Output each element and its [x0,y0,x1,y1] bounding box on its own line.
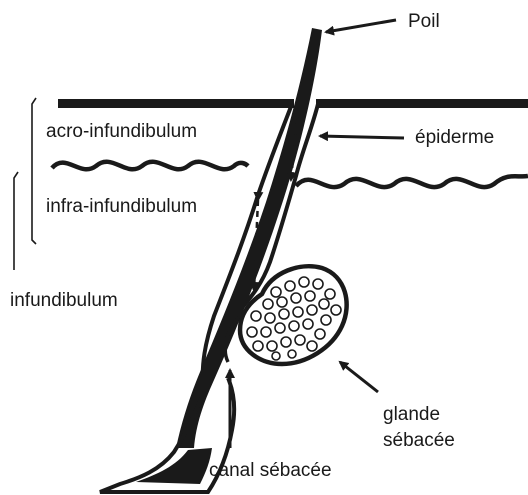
skin-surface-right [316,99,528,108]
label-acro-infundibulum: acro-infundibulum [46,121,197,142]
bracket-infundibulum [14,172,18,270]
label-infundibulum: infundibulum [10,290,118,311]
epidermis-wave-left [52,162,248,170]
epidermis-wave-right [296,176,528,187]
arrow-poil [326,20,396,32]
arrow-epiderme [320,136,404,138]
hair-shaft [176,28,322,448]
label-infra-infundibulum: infra-infundibulum [46,196,197,217]
label-epiderme: épiderme [415,127,494,148]
bracket-acro-infra [32,98,36,244]
label-canal-sebacee: canal sébacée [209,460,332,481]
arrow-glande [340,362,378,392]
skin-surface-left [58,99,294,108]
label-sebacee: sébacée [383,430,455,451]
label-glande: glande [383,404,440,425]
label-poil: Poil [408,11,440,32]
